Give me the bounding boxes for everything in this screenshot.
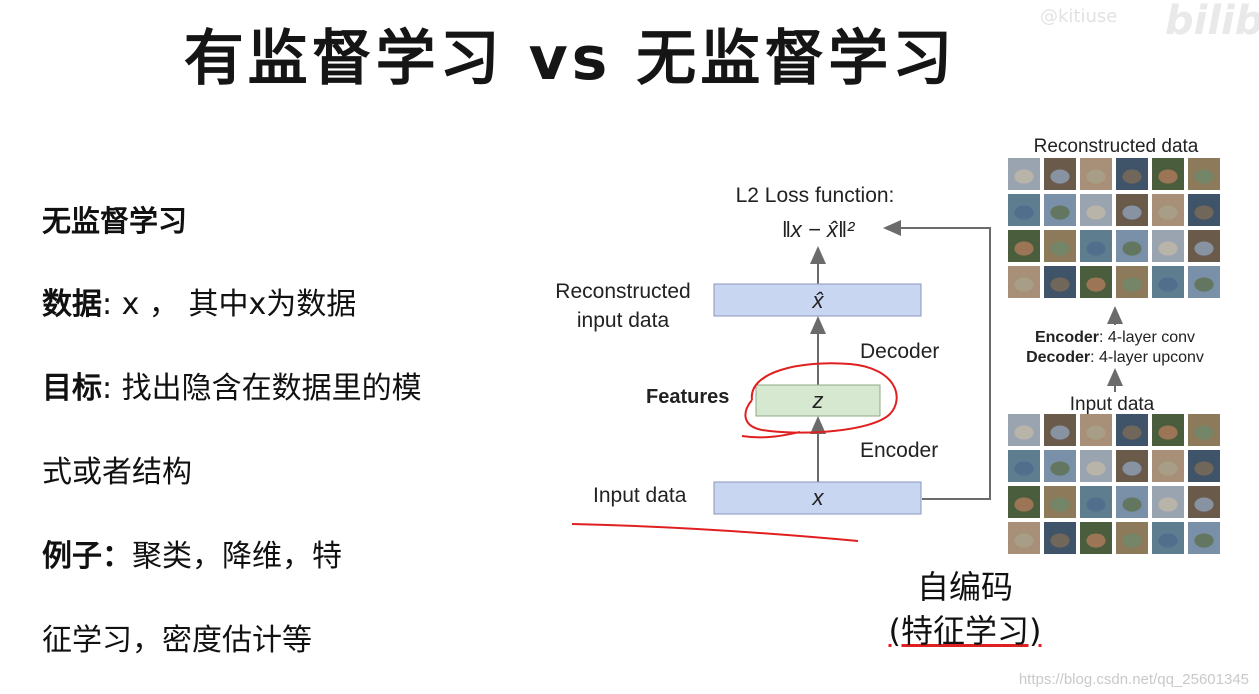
thumbnail-subject: [1122, 169, 1142, 184]
goal-line-continued: 式或者结构: [42, 455, 192, 490]
thumbnail-subject: [1122, 425, 1142, 440]
thumbnail-subject: [1194, 241, 1214, 256]
z-box: [755, 384, 881, 417]
thumbnail-subject: [1158, 277, 1178, 292]
example-line: 例子：聚类，降维，特: [42, 536, 342, 578]
thumbnail-subject: [1158, 169, 1178, 184]
thumbnail-subject: [1086, 461, 1106, 476]
thumbnail-subject: [1194, 425, 1214, 440]
thumbnail-subject: [1050, 461, 1070, 476]
xhat-symbol: x̂: [812, 288, 825, 313]
thumbnail-subject: [1050, 241, 1070, 256]
thumbnail-subject: [1086, 533, 1106, 548]
data-line: 数据: x ， 其中x为数据: [42, 284, 356, 326]
thumbnail-subject: [1086, 497, 1106, 512]
red-circle-annotation: [744, 362, 898, 434]
right-decoder-line: Decoder: 4-layer upconv: [1026, 349, 1204, 366]
thumbnail-subject: [1158, 205, 1178, 220]
example-line-continued: 征学习，密度估计等: [42, 623, 312, 658]
thumbnail-subject: [1158, 533, 1178, 548]
thumbnail-subject: [1050, 533, 1070, 548]
caption: 自编码 (特征学习): [880, 565, 1050, 653]
thumbnail-subject: [1050, 277, 1070, 292]
bilibili-logo: bilibili: [1165, 0, 1259, 44]
section-heading: 无监督学习: [42, 204, 188, 238]
arrow-input-to-loss: [883, 220, 991, 500]
input-image-grid: [1008, 414, 1220, 554]
z-symbol: z: [812, 388, 824, 413]
thumbnail-subject: [1014, 497, 1034, 512]
features-label: Features: [646, 386, 729, 408]
thumbnail-subject: [1122, 497, 1142, 512]
data-text: : x ， 其中x为数据: [102, 287, 357, 322]
encoder-label: Encoder: [860, 439, 938, 462]
thumbnail-subject: [1086, 241, 1106, 256]
input-box: [713, 481, 922, 515]
thumbnail-subject: [1086, 205, 1106, 220]
top-watermark: @kitiuse: [1040, 6, 1118, 27]
data-label: 数据: [42, 287, 102, 322]
right-encoder-bold: Encoder: [1035, 329, 1099, 346]
x-symbol: x: [812, 485, 825, 510]
goal-line: 目标: 找出隐含在数据里的模: [42, 368, 422, 410]
thumbnail-subject: [1194, 461, 1214, 476]
thumbnail-subject: [1014, 205, 1034, 220]
caption-line1: 自编码: [916, 568, 1013, 606]
thumbnail-subject: [1194, 277, 1214, 292]
right-reconstructed-label: Reconstructed data: [1034, 136, 1199, 157]
slide-title: 有监督学习 vs 无监督学习: [183, 24, 957, 94]
thumbnail-subject: [1122, 533, 1142, 548]
thumbnail-subject: [1050, 425, 1070, 440]
reconstructed-box: [713, 283, 922, 317]
thumbnail-subject: [1086, 277, 1106, 292]
example-text: 聚类，降维，特: [132, 539, 342, 574]
reconstructed-label-line1: Reconstructed: [555, 280, 690, 303]
red-underline-input: [571, 523, 859, 542]
decoder-label: Decoder: [860, 340, 939, 363]
thumbnail-subject: [1014, 425, 1034, 440]
thumbnail-subject: [1194, 169, 1214, 184]
thumbnail-subject: [1122, 205, 1142, 220]
thumbnail-subject: [1122, 241, 1142, 256]
thumbnail-subject: [1194, 205, 1214, 220]
right-encoder-line: Encoder: 4-layer conv: [1035, 329, 1195, 346]
caption-line2: (特征学习): [888, 612, 1042, 650]
thumbnail-subject: [1014, 241, 1034, 256]
example-label: 例子：: [42, 539, 132, 574]
right-encoder-desc: : 4-layer conv: [1099, 329, 1195, 346]
thumbnail-subject: [1014, 277, 1034, 292]
thumbnail-subject: [1194, 497, 1214, 512]
thumbnail-subject: [1122, 277, 1142, 292]
thumbnail-subject: [1122, 461, 1142, 476]
goal-text: : 找出隐含在数据里的模: [102, 371, 422, 406]
thumbnail-subject: [1014, 461, 1034, 476]
thumbnail-subject: [1086, 169, 1106, 184]
thumbnail-subject: [1014, 533, 1034, 548]
red-underline-annotation: [741, 431, 801, 439]
thumbnail-subject: [1158, 497, 1178, 512]
footer-watermark: https://blog.csdn.net/qq_25601345: [1018, 671, 1249, 688]
thumbnail-subject: [1086, 425, 1106, 440]
loss-title: L2 Loss function:: [736, 184, 895, 207]
reconstructed-image-grid: [1008, 158, 1220, 298]
input-data-label: Input data: [593, 484, 687, 507]
thumbnail-subject: [1158, 241, 1178, 256]
right-input-label: Input data: [1070, 394, 1155, 415]
reconstructed-label-line2: input data: [577, 309, 670, 332]
goal-label: 目标: [42, 371, 102, 406]
thumbnail-subject: [1050, 205, 1070, 220]
loss-formula: ‖x − x̂‖²: [782, 217, 855, 242]
thumbnail-subject: [1050, 497, 1070, 512]
right-decoder-desc: : 4-layer upconv: [1090, 349, 1204, 366]
right-decoder-bold: Decoder: [1026, 349, 1090, 366]
thumbnail-subject: [1014, 169, 1034, 184]
thumbnail-subject: [1050, 169, 1070, 184]
thumbnail-subject: [1158, 425, 1178, 440]
thumbnail-subject: [1194, 533, 1214, 548]
thumbnail-subject: [1158, 461, 1178, 476]
